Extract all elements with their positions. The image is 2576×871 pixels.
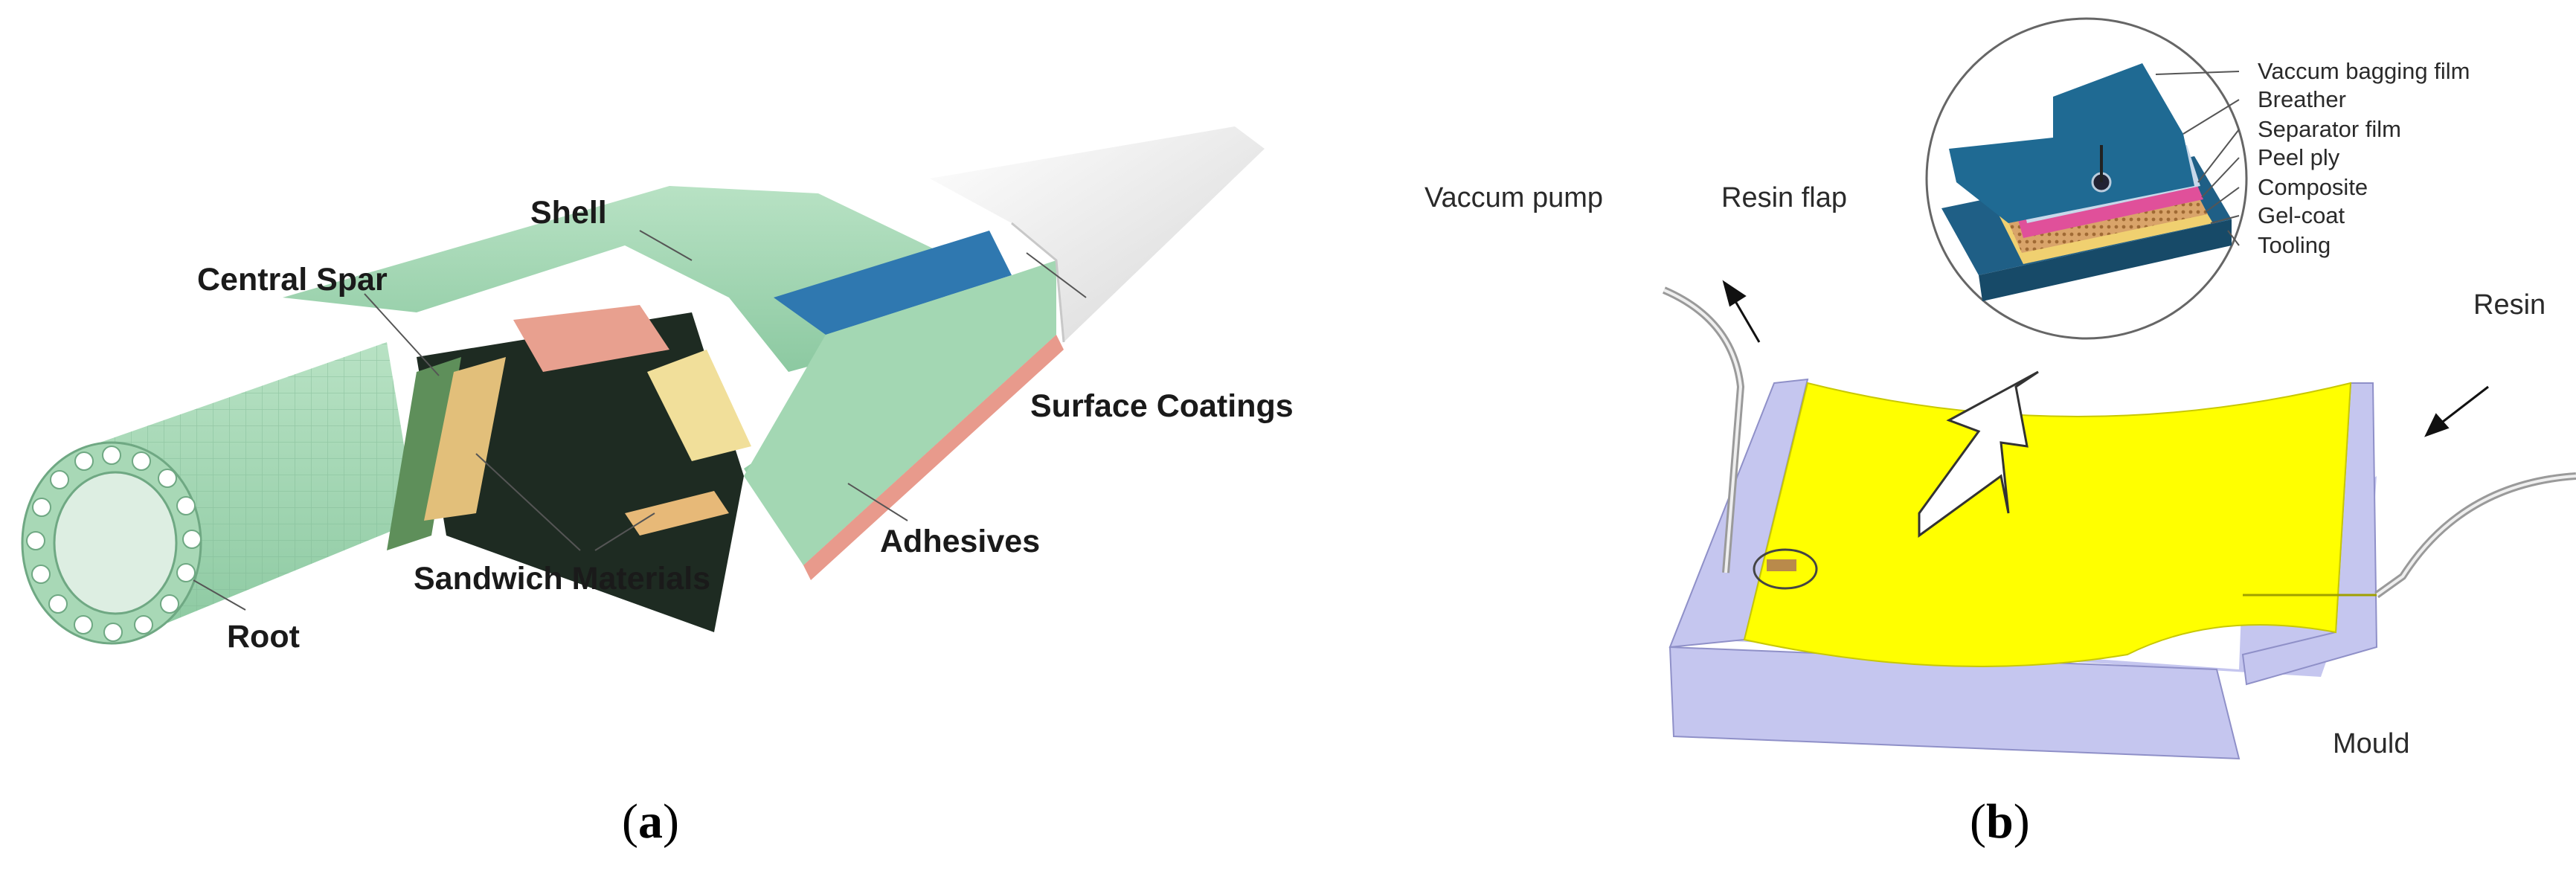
leader-adhesives: [847, 483, 908, 521]
leader-shell: [639, 230, 693, 261]
label-central-spar: Central Spar: [197, 262, 388, 298]
sandwich-piece-2: [647, 350, 751, 461]
inset-magnifier: [1925, 17, 2248, 340]
sandwich-piece-1: [424, 357, 506, 521]
blade-adhesive-inner: [513, 305, 669, 372]
adhesive-edge: [803, 335, 1064, 580]
leader-sandwich-1: [475, 453, 581, 551]
panel-b-infusion-diagram: Vaccum bagging film Breather Separator f…: [1424, 17, 2576, 849]
inset-leaders: [2155, 71, 2240, 246]
vacuum-port: [1753, 548, 1818, 590]
blade-tip-edge: [1011, 222, 1065, 343]
label-mould: Mould: [2333, 728, 2410, 759]
inset-bagging-film: [1949, 63, 2194, 223]
inset-label-tooling: Tooling: [2258, 232, 2331, 258]
blade-tip: [930, 126, 1265, 342]
label-adhesives: Adhesives: [880, 524, 1040, 559]
root-inner-hole: [53, 471, 178, 615]
inset-label-composite: Composite: [2258, 174, 2368, 200]
label-sandwich-materials: Sandwich Materials: [414, 561, 710, 597]
leader-root: [193, 579, 246, 611]
vacuum-tube-highlight: [1663, 289, 1743, 573]
label-surface-coatings: Surface Coatings: [1030, 388, 1294, 424]
label-vaccum-pump: Vaccum pump: [1424, 182, 1603, 213]
resin-flow-arrow: [2424, 385, 2489, 437]
sandwich-piece-3: [625, 491, 729, 536]
inset-label-peel-ply: Peel ply: [2258, 144, 2340, 170]
blade-outer-body: [744, 260, 1056, 565]
callout-arrow: [1918, 370, 2039, 538]
leader-sandwich-2: [594, 512, 655, 551]
inset-label-bagging-film: Vaccum bagging film: [2258, 58, 2470, 84]
caption-b: (b): [1970, 794, 2030, 849]
label-resin-flap: Resin flap: [1721, 182, 1847, 213]
resin-tube-highlight: [2375, 475, 2576, 597]
inset-label-gel-coat: Gel-coat: [2258, 202, 2345, 228]
inset-label-separator-film: Separator film: [2258, 116, 2401, 142]
root-bolt-holes: [26, 446, 202, 642]
resin-sheet: [1743, 382, 2352, 667]
label-shell: Shell: [530, 195, 607, 231]
leader-surface-coatings: [1026, 252, 1087, 298]
central-spar-plate: [387, 357, 461, 550]
surface-coating-strip: [774, 231, 1012, 335]
caption-a: (a): [622, 794, 679, 849]
resin-tube: [2374, 472, 2576, 599]
label-root: Root: [227, 619, 300, 655]
vacuum-port-fitting: [1767, 559, 1796, 571]
inset-label-breather: Breather: [2258, 86, 2346, 112]
leader-central-spar: [364, 293, 440, 376]
vacuum-flow-arrow: [1722, 280, 1761, 343]
panel-a-blade-diagram: Shell Central Spar Surface Coatings Adhe…: [21, 126, 1294, 849]
label-resin: Resin: [2473, 289, 2546, 321]
inset-tooling-side: [1979, 219, 2232, 301]
